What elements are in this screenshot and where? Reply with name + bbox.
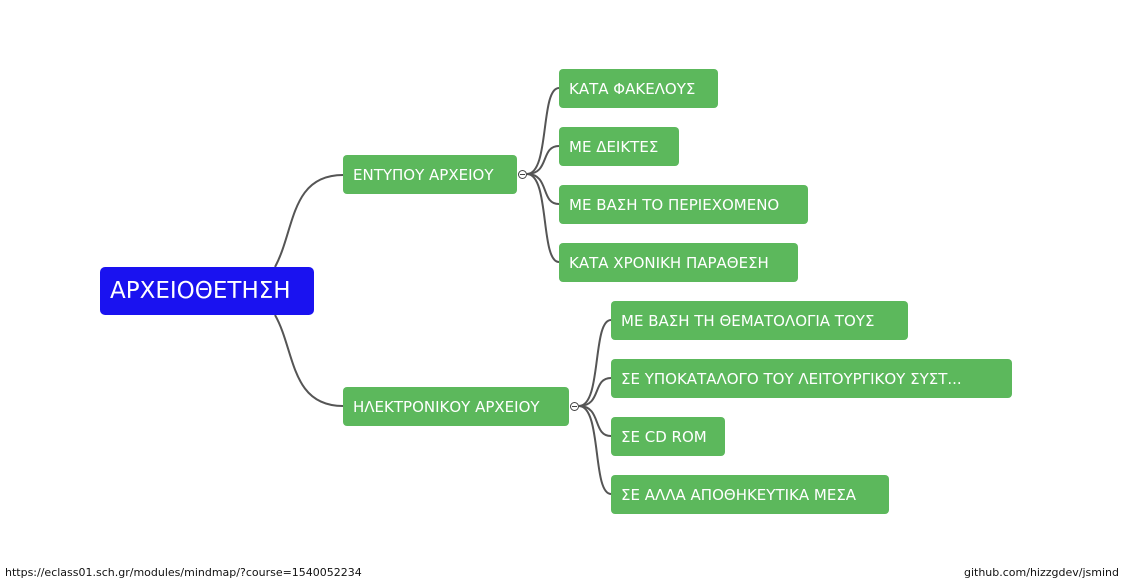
link-branch-1-child-1: [526, 87, 560, 175]
leaf-node[interactable]: ΜΕ ΒΑΣΗ ΤΟ ΠΕΡΙΕΧΟΜΕΝΟ: [559, 185, 808, 224]
collapse-toggle-icon[interactable]: [518, 170, 527, 179]
link-branch-2-child-2: [578, 377, 612, 407]
leaf-node[interactable]: ΣΕ ΥΠΟΚΑΤΑΛΟΓΟ ΤΟΥ ΛΕΙΤΟΥΡΓΙΚΟΥ ΣΥΣΤ...: [611, 359, 1012, 398]
root-node-label: ΑΡΧΕΙΟΘΕΤΗΣΗ: [110, 278, 291, 304]
branch-node-label: ΗΛΕΚΤΡΟΝΙΚΟΥ ΑΡΧΕΙΟΥ: [353, 397, 540, 416]
leaf-node-label: ΚΑΤΑ ΦΑΚΕΛΟΥΣ: [569, 79, 696, 98]
leaf-node-label: ΜΕ ΒΑΣΗ ΤΟ ΠΕΡΙΕΧΟΜΕΝΟ: [569, 195, 780, 214]
leaf-node-label: ΜΕ ΒΑΣΗ ΤΗ ΘΕΜΑΤΟΛΟΓΙΑ ΤΟΥΣ: [621, 311, 875, 330]
leaf-node[interactable]: ΣΕ ΑΛΛΑ ΑΠΟΘΗΚΕΥΤΙΚΑ ΜΕΣΑ: [611, 475, 889, 514]
leaf-node-label: ΣΕ CD ROM: [621, 427, 707, 446]
branch-node-electronic-archive[interactable]: ΗΛΕΚΤΡΟΝΙΚΟΥ ΑΡΧΕΙΟΥ: [343, 387, 569, 426]
link-branch-2-child-1: [578, 319, 612, 407]
link-root-to-branch-2: [274, 314, 344, 407]
leaf-node[interactable]: ΚΑΤΑ ΧΡΟΝΙΚΗ ΠΑΡΑΘΕΣΗ: [559, 243, 798, 282]
leaf-node[interactable]: ΜΕ ΒΑΣΗ ΤΗ ΘΕΜΑΤΟΛΟΓΙΑ ΤΟΥΣ: [611, 301, 908, 340]
leaf-node[interactable]: ΣΕ CD ROM: [611, 417, 725, 456]
leaf-node[interactable]: ΜΕ ΔΕΙΚΤΕΣ: [559, 127, 679, 166]
link-branch-1-child-3: [526, 173, 560, 205]
link-branch-2-child-4: [578, 405, 612, 495]
leaf-node-label: ΜΕ ΔΕΙΚΤΕΣ: [569, 137, 659, 156]
footer-credit: github.com/hizzgdev/jsmind: [963, 566, 1119, 579]
leaf-node-label: ΣΕ ΥΠΟΚΑΤΑΛΟΓΟ ΤΟΥ ΛΕΙΤΟΥΡΓΙΚΟΥ ΣΥΣΤ...: [621, 369, 962, 388]
leaf-node[interactable]: ΚΑΤΑ ΦΑΚΕΛΟΥΣ: [559, 69, 718, 108]
footer-url: https://eclass01.sch.gr/modules/mindmap/…: [5, 566, 362, 579]
branch-node-label: ΕΝΤΥΠΟΥ ΑΡΧΕΙΟΥ: [353, 165, 494, 184]
link-branch-1-child-2: [526, 145, 560, 175]
root-node[interactable]: ΑΡΧΕΙΟΘΕΤΗΣΗ: [100, 267, 314, 315]
leaf-node-label: ΚΑΤΑ ΧΡΟΝΙΚΗ ΠΑΡΑΘΕΣΗ: [569, 253, 769, 272]
link-root-to-branch-1: [274, 174, 344, 268]
link-branch-1-child-4: [526, 173, 560, 263]
link-branch-2-child-3: [578, 405, 612, 437]
collapse-toggle-icon[interactable]: [570, 402, 579, 411]
leaf-node-label: ΣΕ ΑΛΛΑ ΑΠΟΘΗΚΕΥΤΙΚΑ ΜΕΣΑ: [621, 485, 857, 504]
branch-node-printed-archive[interactable]: ΕΝΤΥΠΟΥ ΑΡΧΕΙΟΥ: [343, 155, 517, 194]
